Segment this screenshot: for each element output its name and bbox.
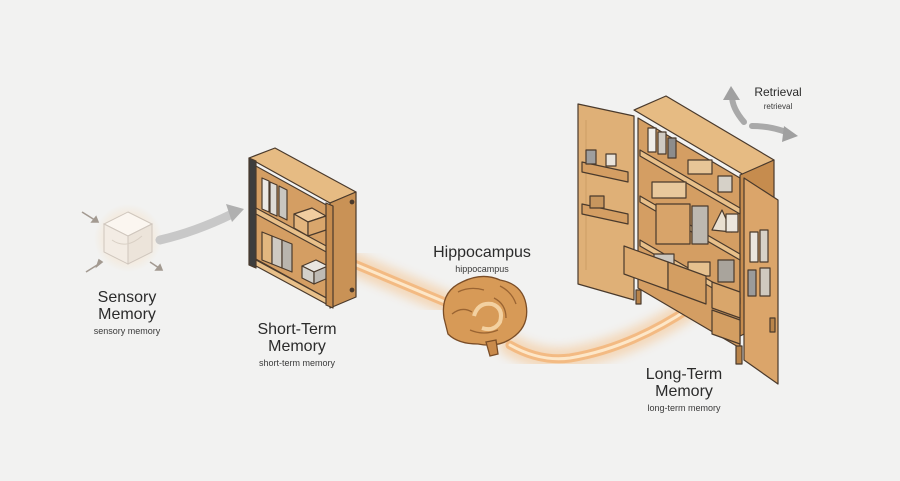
retrieval-title: Retrieval [754,85,802,99]
retrieval-arrows [723,86,798,142]
consolidation-beam [499,297,701,370]
long-term-memory-title-line2: Memory [655,383,713,400]
short-term-bookcase [248,147,357,309]
short-term-memory-subtitle: short-term memory [258,358,335,368]
sensory-memory-title-line1: Sensory [97,289,157,306]
sensory-memory-title-line2: Memory [98,306,156,323]
hippocampus-brain [442,275,528,357]
short-term-memory-title-line2: Memory [268,338,326,355]
short-term-memory-label: Short-Term Memory short-term memory [227,321,367,369]
hippocampus-label: Hippocampus hippocampus [412,244,552,275]
hippocampus-title: Hippocampus [433,244,531,261]
sensory-memory-label: Sensory Memory sensory memory [62,289,192,337]
sensory-memory-subtitle: sensory memory [93,326,161,336]
long-term-memory-title-line1: Long-Term [645,366,723,383]
encoding-beam [329,247,463,316]
long-term-memory-subtitle: long-term memory [647,403,721,413]
long-term-cabinet [577,95,779,385]
retrieval-label: Retrieval retrieval [743,86,813,113]
short-term-memory-title-line1: Short-Term [257,321,337,338]
sensory-memory-cube [94,204,162,272]
hippocampus-subtitle: hippocampus [455,264,509,274]
sensory-input-arrows [81,211,164,273]
long-term-memory-label: Long-Term Memory long-term memory [614,366,754,414]
sensory-to-short-term-arrow [155,204,244,245]
retrieval-subtitle: retrieval [763,102,793,111]
